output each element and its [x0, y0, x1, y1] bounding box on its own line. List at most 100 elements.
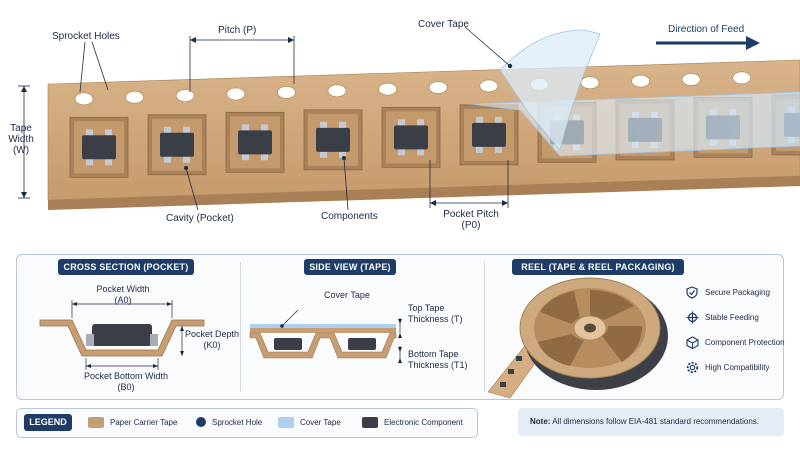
bottom-width-line2: (B0): [117, 382, 135, 392]
note-text: All dimensions follow EIA-481 standard r…: [552, 417, 760, 426]
sprocket-hole: [479, 79, 499, 93]
sprocket-hole: [327, 84, 347, 98]
pocket: [303, 109, 363, 171]
reel-feature-label: Secure Packaging: [705, 288, 770, 297]
reel-windows: [538, 290, 642, 366]
reel-illustration: [487, 277, 668, 399]
panel-divider-2: [484, 262, 485, 392]
legend-item: Cover Tape: [278, 417, 341, 428]
legend-swatch: [88, 417, 104, 428]
cross-section-tape: [39, 319, 205, 357]
pocket: [381, 106, 441, 168]
side-view-pockets: [249, 332, 397, 359]
side-cover-tape-label: Cover Tape: [324, 290, 370, 300]
side-view-diagram: [249, 309, 402, 363]
legend-title: LEGEND: [24, 414, 72, 431]
legend-label: Paper Carrier Tape: [110, 418, 178, 427]
legend-item: Sprocket Hole: [196, 417, 262, 427]
cube-icon: [686, 336, 699, 349]
pocket-width-line1: Pocket Width: [96, 284, 150, 294]
crosshair-icon: [686, 311, 699, 324]
sprocket-hole: [631, 74, 650, 88]
pocket-pitch-line1: Pocket Pitch: [443, 209, 499, 220]
bottom-width-label: Pocket Bottom Width (B0): [76, 371, 176, 393]
component: [394, 125, 428, 150]
component: [238, 130, 272, 155]
pocket: [459, 104, 519, 166]
sprocket-holes-label: Sprocket Holes: [52, 31, 120, 42]
sprocket-hole: [681, 73, 701, 86]
sprocket-hole: [580, 76, 600, 90]
gear-icon: [686, 361, 699, 374]
sprocket-hole: [378, 82, 397, 96]
reel-center-hole: [584, 323, 596, 333]
reel-feature: High Compatibility: [686, 361, 769, 374]
pocket-width-label: Pocket Width (A0): [88, 284, 158, 306]
bottom-width-line1: Pocket Bottom Width: [83, 371, 169, 381]
shield-check-icon: [686, 286, 698, 299]
tape-width-line1: Tape: [10, 123, 32, 134]
tape-width-line2: Width: [8, 134, 34, 145]
pitch-label: Pitch (P): [218, 25, 257, 36]
reel-feature-label: Stable Feeding: [705, 313, 759, 322]
cross-section-title: CROSS SECTION (POCKET): [58, 259, 194, 275]
component: [160, 132, 194, 157]
direction-label: Direction of Feed: [668, 24, 745, 35]
cavity-label: Cavity (Pocket): [166, 213, 234, 224]
pocket-depth-line1: Pocket Depth: [184, 329, 240, 339]
note: Note: All dimensions follow EIA-481 stan…: [518, 408, 784, 436]
pocket: [69, 116, 129, 178]
legend-item: Paper Carrier Tape: [88, 417, 177, 428]
pocket-width-line2: (A0): [114, 295, 132, 305]
reel-feature-label: High Compatibility: [705, 363, 770, 372]
side-view-component-2: [348, 338, 376, 350]
pocket-pitch-label: Pocket Pitch (P0): [436, 209, 506, 231]
sprocket-hole: [175, 89, 195, 102]
tape-width-line3: (W): [12, 145, 30, 156]
sprocket-hole: [125, 90, 144, 104]
side-view-title: SIDE VIEW (TAPE): [304, 259, 396, 275]
side-view-component-1: [274, 338, 302, 350]
sprocket-hole: [74, 92, 94, 106]
legend-label: Sprocket Hole: [212, 417, 263, 427]
component: [82, 135, 116, 160]
legend-label: Cover Tape: [300, 418, 341, 427]
bottom-thickness-line2: Thickness (T1): [408, 360, 468, 370]
components-label: Components: [321, 211, 378, 222]
pocket: [147, 114, 207, 176]
note-prefix: Note:: [530, 417, 551, 426]
reel-feature-label: Component Protection: [705, 338, 785, 347]
legend-item: Electronic Component: [362, 417, 463, 428]
sprocket-hole: [732, 71, 752, 85]
sprocket-hole: [277, 86, 296, 99]
carrier-tape-illustration: [18, 26, 800, 211]
tape-edge: [48, 176, 800, 210]
cross-section-component: [92, 324, 152, 346]
tape-width-label: Tape Width (W): [4, 123, 38, 156]
sprocket-hole: [428, 81, 448, 94]
top-thickness-line2: Thickness (T): [408, 314, 463, 324]
bottom-thickness-label: Bottom Tape Thickness (T1): [408, 349, 468, 371]
top-thickness-line1: Top Tape: [408, 303, 445, 313]
pocket-depth-label: Pocket Depth (K0): [184, 329, 240, 351]
legend-swatch: [278, 417, 294, 428]
panel-divider-1: [240, 262, 241, 392]
top-thickness-label: Top Tape Thickness (T): [408, 303, 463, 325]
reel-feature: Stable Feeding: [686, 311, 759, 324]
reel-title: REEL (TAPE & REEL PACKAGING): [512, 259, 684, 275]
component: [316, 127, 350, 152]
side-view-cover-tape: [250, 324, 396, 328]
cover-tape-label: Cover Tape: [418, 19, 469, 30]
pocket-depth-line2: (K0): [203, 340, 221, 350]
legend-swatch: [362, 417, 378, 428]
legend-label: Electronic Component: [384, 418, 463, 427]
pocket-pitch-line2: (P0): [461, 220, 481, 231]
legend-swatch: [196, 417, 206, 427]
cover-tape-peel: [499, 29, 601, 151]
cross-section-diagram: [39, 300, 205, 370]
pocket: [225, 111, 285, 173]
direction-arrow-head: [746, 36, 760, 50]
sprocket-hole: [226, 87, 246, 101]
component: [472, 122, 506, 147]
side-view-top-tape: [250, 328, 396, 333]
